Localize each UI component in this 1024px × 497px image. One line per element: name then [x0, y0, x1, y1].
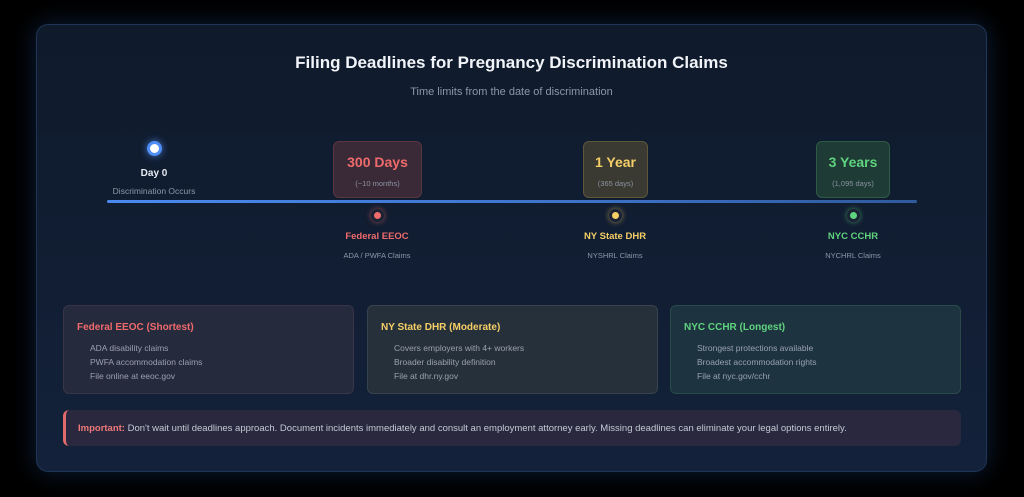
- list-item: Broader disability definition: [394, 357, 496, 367]
- list-item: Strongest protections available: [697, 343, 814, 353]
- info-card-title: NY State DHR (Moderate): [381, 322, 501, 333]
- notice-text: Don't wait until deadlines approach. Doc…: [124, 423, 847, 434]
- info-card-list: ADA disability claims PWFA accommodation…: [77, 341, 340, 383]
- duration-detail: (1,095 days): [832, 179, 874, 188]
- info-card-title: NYC CCHR (Longest): [684, 322, 786, 333]
- marker-dot-icon: [847, 209, 860, 222]
- notice-label: Important:: [78, 423, 125, 434]
- duration-value: 300 Days: [347, 154, 408, 170]
- start-label: Day 0: [140, 168, 168, 179]
- marker-dot-icon: [371, 209, 384, 222]
- duration-value: 3 Years: [828, 154, 878, 170]
- info-card-list: Covers employers with 4+ workers Broader…: [381, 341, 644, 383]
- duration-pill-nysdhr: 1 Year (365 days): [583, 141, 648, 198]
- list-item: Broadest accommodation rights: [697, 357, 817, 367]
- important-notice: Important: Don't wait until deadlines ap…: [63, 410, 961, 446]
- info-card-nyccchr: NYC CCHR (Longest) Strongest protections…: [670, 305, 961, 394]
- list-item: ADA disability claims: [90, 343, 169, 353]
- page-subtitle: Time limits from the date of discriminat…: [410, 86, 613, 98]
- info-card-nysdhr: NY State DHR (Moderate) Covers employers…: [367, 305, 658, 394]
- page-title: Filing Deadlines for Pregnancy Discrimin…: [295, 53, 728, 72]
- list-item: File online at eeoc.gov: [90, 371, 176, 381]
- start-dot-icon: [147, 141, 162, 156]
- duration-detail: (365 days): [597, 179, 634, 188]
- start-sublabel: Discrimination Occurs: [112, 186, 196, 196]
- agency-claims: NYSHRL Claims: [587, 251, 643, 260]
- info-card-eeoc: Federal EEOC (Shortest) ADA disability c…: [63, 305, 354, 394]
- duration-pill-eeoc: 300 Days (~10 months): [333, 141, 422, 198]
- list-item: PWFA accommodation claims: [90, 357, 203, 367]
- deadlines-panel: Filing Deadlines for Pregnancy Discrimin…: [36, 24, 987, 472]
- duration-value: 1 Year: [594, 154, 636, 170]
- agency-name: NY State DHR: [583, 231, 647, 242]
- duration-pill-nyccchr: 3 Years (1,095 days): [816, 141, 890, 198]
- info-card-list: Strongest protections available Broadest…: [684, 341, 947, 383]
- timeline-line: [107, 200, 917, 203]
- list-item: Covers employers with 4+ workers: [394, 343, 525, 353]
- agency-claims: ADA / PWFA Claims: [343, 251, 411, 260]
- duration-detail: (~10 months): [355, 179, 400, 188]
- agency-claims: NYCHRL Claims: [825, 251, 881, 260]
- list-item: File at nyc.gov/cchr: [697, 371, 771, 381]
- info-card-title: Federal EEOC (Shortest): [77, 322, 194, 333]
- list-item: File at dhr.ny.gov: [394, 371, 459, 381]
- agency-name: NYC CCHR: [827, 231, 879, 242]
- agency-name: Federal EEOC: [345, 231, 409, 242]
- marker-dot-icon: [609, 209, 622, 222]
